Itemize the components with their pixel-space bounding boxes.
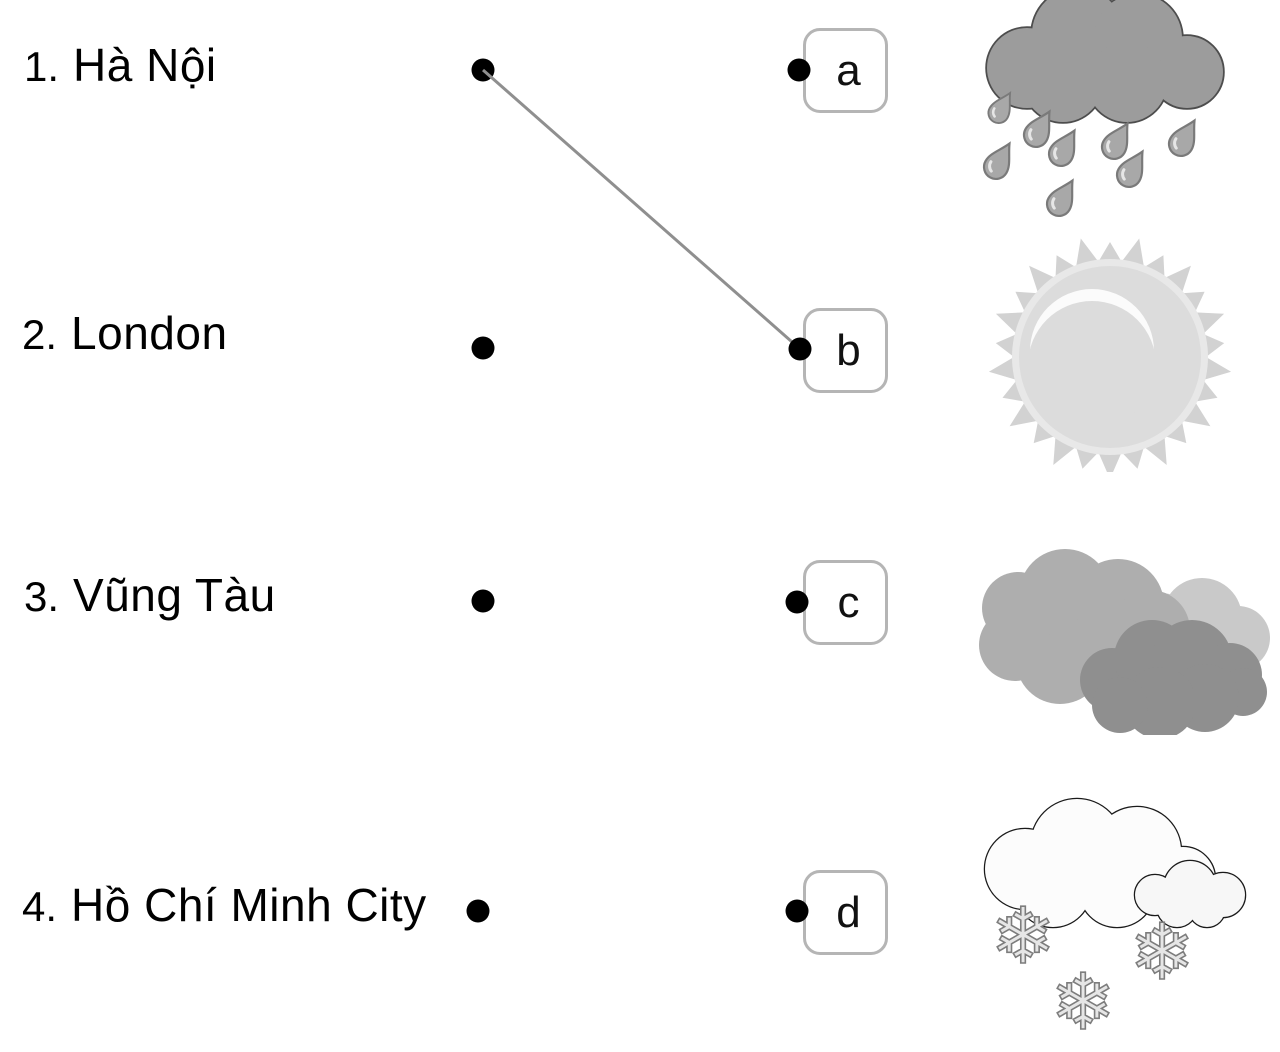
- option-dot-b[interactable]: [788, 337, 812, 361]
- item-label-3: 3. Vũng Tàu: [24, 568, 276, 622]
- connection-line-1-b: [482, 68, 801, 351]
- item-dot-4[interactable]: [466, 899, 490, 923]
- item-name: Vũng Tàu: [73, 569, 276, 621]
- answer-letter: d: [836, 887, 861, 937]
- answer-letter: c: [837, 577, 860, 627]
- item-label-1: 1. Hà Nội: [24, 38, 217, 92]
- rain-cloud-icon: [978, 0, 1225, 222]
- option-dot-d[interactable]: [785, 899, 809, 923]
- option-dot-a[interactable]: [787, 58, 811, 82]
- item-label-4: 4. Hồ Chí Minh City: [22, 878, 427, 932]
- snow-clouds-icon: ❄ ❄ ❄: [983, 797, 1247, 1049]
- item-name: Hồ Chí Minh City: [71, 879, 427, 931]
- answer-box-a[interactable]: a: [803, 28, 888, 113]
- rain-cloud-body: [987, 0, 1223, 122]
- answer-letter: b: [836, 325, 861, 375]
- snowflake-icon: ❄: [1050, 958, 1115, 1048]
- answer-box-d[interactable]: d: [803, 870, 888, 955]
- item-dot-3[interactable]: [471, 589, 495, 613]
- cloud-dark: [1080, 620, 1267, 735]
- snowflakes: ❄ ❄ ❄: [990, 891, 1196, 1049]
- answer-letter: a: [836, 45, 861, 95]
- clouds-icon: [979, 549, 1270, 735]
- item-label-2: 2. London: [22, 306, 228, 360]
- item-name: Hà Nội: [73, 39, 217, 91]
- sun-icon: [988, 238, 1232, 472]
- snowflake-icon: ❄: [990, 892, 1055, 982]
- item-number: 4.: [22, 883, 58, 930]
- snow-cloud-small: [1135, 861, 1245, 927]
- item-number: 2.: [22, 311, 58, 358]
- item-number: 3.: [24, 573, 60, 620]
- option-dot-c[interactable]: [785, 590, 809, 614]
- answer-box-c[interactable]: c: [803, 560, 888, 645]
- answer-box-b[interactable]: b: [803, 308, 888, 393]
- item-dot-2[interactable]: [471, 336, 495, 360]
- snowflake-icon: ❄: [1129, 908, 1194, 998]
- snow-cloud-large: [985, 799, 1215, 927]
- item-number: 1.: [24, 43, 60, 90]
- item-name: London: [71, 307, 228, 359]
